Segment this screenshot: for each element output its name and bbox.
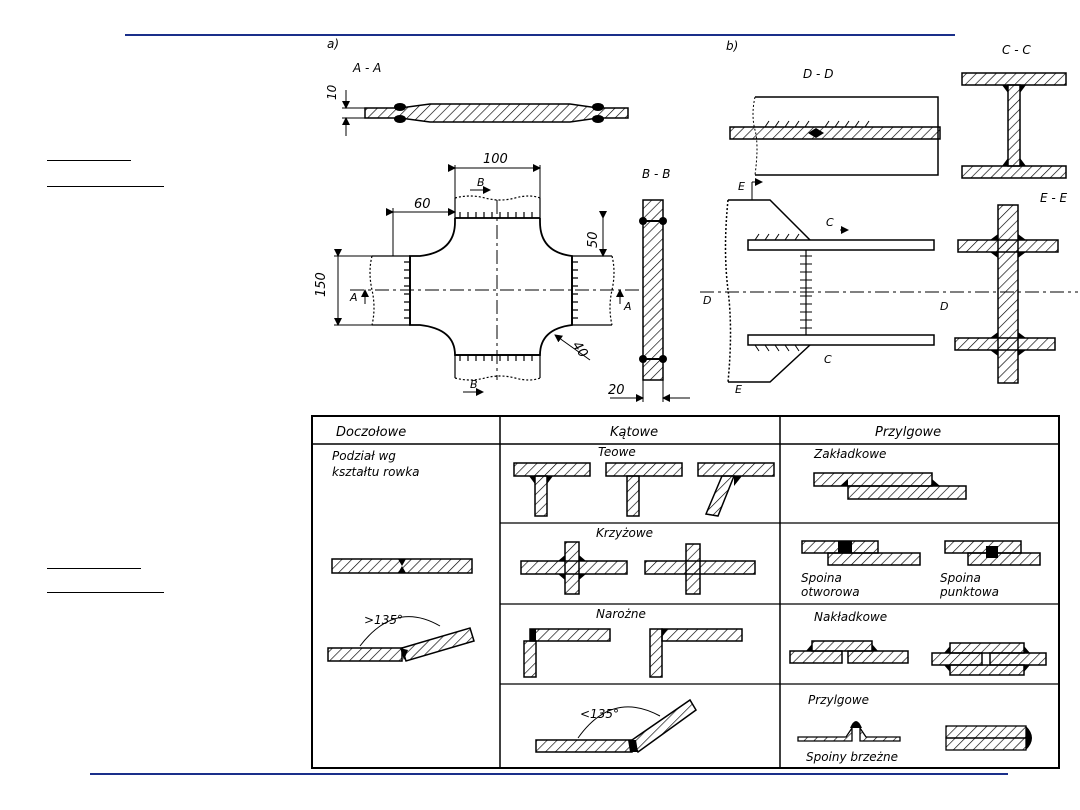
plug-weld-icon — [801, 540, 921, 566]
butt-angle-weld-icon: >135° — [327, 613, 475, 662]
label-a: a) — [327, 37, 339, 51]
section-ee — [954, 204, 1059, 384]
figure-a: a) A - A 10 — [314, 37, 690, 402]
tee-joints-icon — [513, 462, 775, 517]
corner-angle-icon: <135° — [535, 698, 697, 754]
section-marker-a-left: A — [349, 291, 358, 304]
text-placeholder-line — [47, 160, 131, 161]
section-aa-title: A - A — [352, 61, 381, 75]
label-przylgowe: Przylgowe — [808, 693, 869, 707]
section-bb-plate — [639, 199, 667, 381]
dim-150: 150 — [314, 272, 329, 297]
section-cc-beam — [961, 72, 1067, 179]
section-aa-plate — [364, 103, 629, 123]
dim-100: 100 — [483, 152, 508, 167]
section-marker-e-bottom: E — [735, 383, 742, 396]
groove-line-1: Podział wg — [332, 449, 396, 463]
weld-ticks — [404, 212, 578, 361]
section-dd-title: D - D — [803, 67, 833, 81]
label-spoiny-brzezne: Spoiny brzeżne — [806, 750, 898, 764]
text-placeholder-line — [47, 592, 164, 593]
section-marker-b-top: B — [477, 176, 485, 189]
section-dd — [729, 96, 941, 176]
section-marker-e-top: E — [738, 180, 745, 193]
section-cc-title: C - C — [1002, 43, 1031, 57]
figure-b: b) D - D C - C E - E — [700, 39, 1078, 396]
dim-20: 20 — [608, 383, 625, 398]
angle-gt-label: >135° — [364, 613, 403, 627]
section-marker-d-right: D — [940, 300, 948, 313]
label-spoina-otworowa-2: otworowa — [801, 585, 860, 599]
label-b: b) — [726, 39, 738, 53]
dim-50: 50 — [586, 231, 601, 248]
corner-joints-icon — [523, 628, 743, 678]
section-marker-d-left: D — [703, 294, 711, 307]
header-doczolowe: Doczołowe — [336, 425, 406, 440]
label-teowe: Teowe — [598, 445, 636, 459]
section-marker-b-bottom: B — [470, 378, 478, 391]
bottom-rule — [90, 773, 1008, 775]
label-narozne: Narożne — [596, 607, 646, 621]
section-marker-c-top: C — [826, 216, 834, 229]
butt-weld-icon — [331, 558, 473, 574]
angle-lt-label: <135° — [580, 707, 619, 721]
label-nakladkowe: Nakładkowe — [814, 610, 887, 624]
edge-weld-icon — [797, 721, 1032, 751]
header-katowe: Kątowe — [610, 425, 658, 440]
label-spoina-punktowa-2: punktowa — [939, 585, 999, 599]
lap-joint-icon — [813, 472, 967, 500]
section-marker-c-bottom: C — [824, 353, 832, 366]
section-ee-title: E - E — [1040, 191, 1068, 205]
label-zakladkowe: Zakładkowe — [813, 447, 886, 461]
groove-line-2: kształtu rowka — [332, 465, 420, 479]
dim-60: 60 — [414, 197, 431, 212]
strap-joint-icon — [789, 640, 1047, 676]
text-placeholder-line — [47, 568, 141, 569]
cross-plate — [409, 217, 573, 356]
label-spoina-punktowa-1: Spoina — [940, 571, 981, 585]
text-placeholder-line — [47, 186, 164, 187]
label-spoina-otworowa-1: Spoina — [801, 571, 842, 585]
label-krzyzowe: Krzyżowe — [596, 526, 653, 540]
classification-table: Doczołowe Kątowe Przylgowe Podział wg ks… — [311, 415, 1060, 769]
top-rule — [125, 34, 955, 36]
spot-weld-icon — [944, 540, 1041, 566]
section-marker-a-right: A — [623, 300, 632, 313]
section-bb-title: B - B — [642, 167, 670, 181]
header-przylgowe: Przylgowe — [875, 425, 941, 440]
cross-joints-icon — [520, 541, 756, 595]
dim-10: 10 — [325, 84, 339, 100]
